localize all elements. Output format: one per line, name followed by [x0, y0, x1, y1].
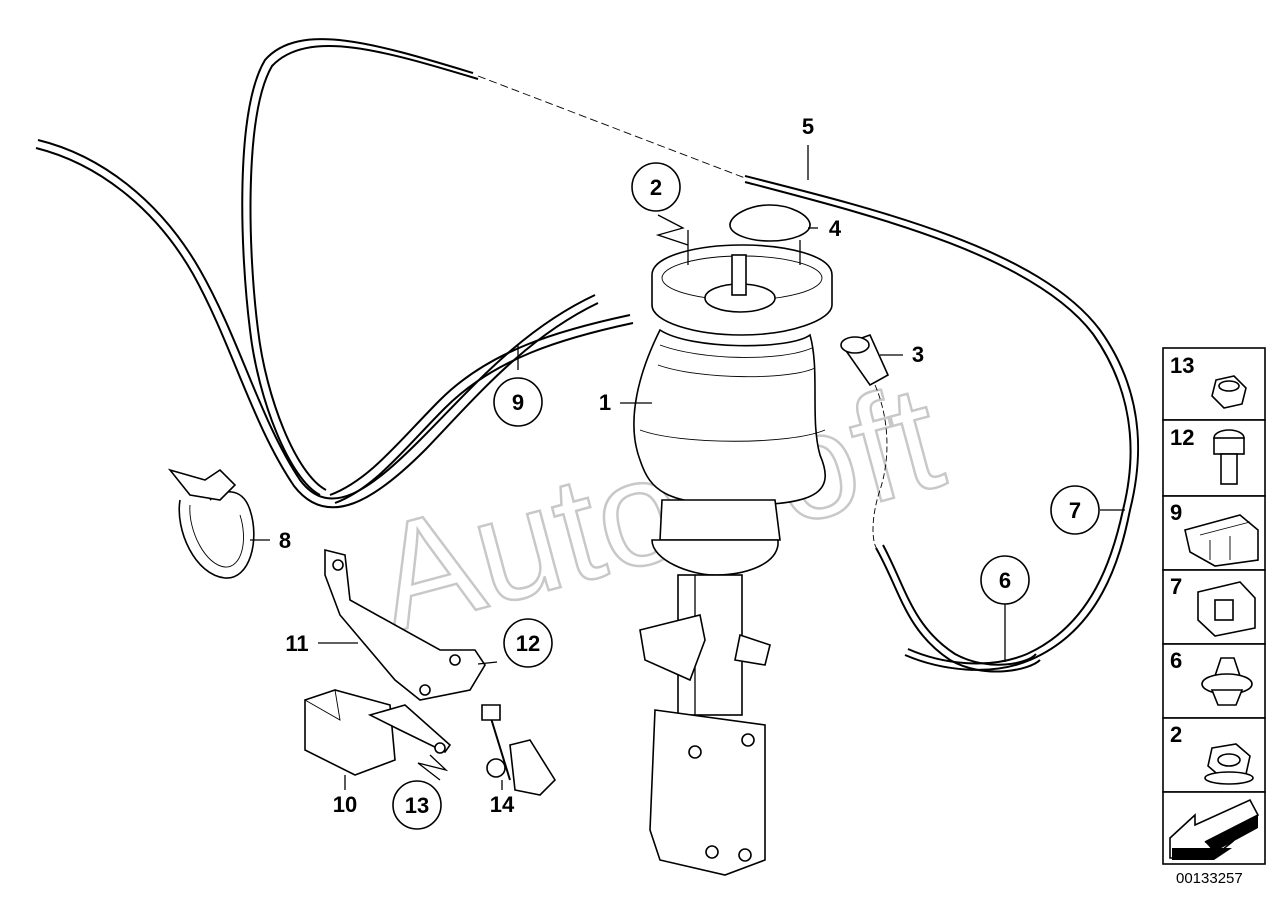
callout-2: 2 — [631, 162, 681, 212]
flange-nut-icon — [1204, 743, 1254, 785]
callout-13-label: 13 — [405, 793, 429, 818]
leader-lines — [250, 145, 1125, 790]
image-number: 00133257 — [1176, 870, 1243, 887]
bracket-11 — [324, 548, 486, 701]
callout-9-label: 9 — [512, 390, 524, 415]
panel-label-7: 7 — [1170, 574, 1182, 599]
callout-1-label: 1 — [599, 390, 611, 415]
hose-9 — [35, 139, 634, 509]
callout-5-label: 5 — [802, 114, 814, 139]
push-nut-icon — [1201, 657, 1253, 706]
callout-8-label: 8 — [279, 528, 291, 553]
connector-icon — [1184, 514, 1259, 567]
callout-9: 9 — [493, 377, 543, 427]
panel-label-12: 12 — [1170, 425, 1194, 450]
callout-2-label: 2 — [650, 175, 662, 200]
cap-4 — [729, 204, 811, 242]
hardware-side-panel: 13 12 9 7 6 2 — [1162, 347, 1266, 865]
callout-6-label: 6 — [999, 568, 1011, 593]
clamp-8 — [167, 468, 255, 579]
callout-12-label: 12 — [516, 631, 540, 656]
panel-label-2: 2 — [1170, 722, 1182, 747]
callout-12: 12 — [503, 618, 553, 668]
callout-7-label: 7 — [1069, 498, 1081, 523]
callout-4-label: 4 — [829, 216, 842, 241]
panel-label-6: 6 — [1170, 648, 1182, 673]
direction-arrow-icon — [1169, 798, 1260, 860]
height-sensor-10 — [304, 689, 452, 776]
panel-label-13: 13 — [1170, 353, 1194, 378]
clip-nut-icon — [1197, 581, 1256, 637]
callout-13: 13 — [392, 780, 442, 830]
callout-14-label: 14 — [490, 792, 515, 817]
air-strut — [633, 230, 833, 876]
valve-3 — [840, 333, 890, 387]
hex-nut-icon — [1211, 375, 1247, 409]
bolt-icon — [1213, 429, 1245, 485]
link-rod-14 — [481, 704, 557, 796]
callout-10-label: 10 — [333, 792, 357, 817]
callout-3-label: 3 — [912, 342, 924, 367]
hose-6 — [872, 384, 1041, 673]
callout-7: 7 — [1050, 485, 1100, 535]
panel-label-9: 9 — [1170, 500, 1182, 525]
hose-5 — [241, 38, 1140, 671]
callout-11-label: 11 — [285, 631, 308, 656]
callout-6: 6 — [980, 555, 1030, 605]
